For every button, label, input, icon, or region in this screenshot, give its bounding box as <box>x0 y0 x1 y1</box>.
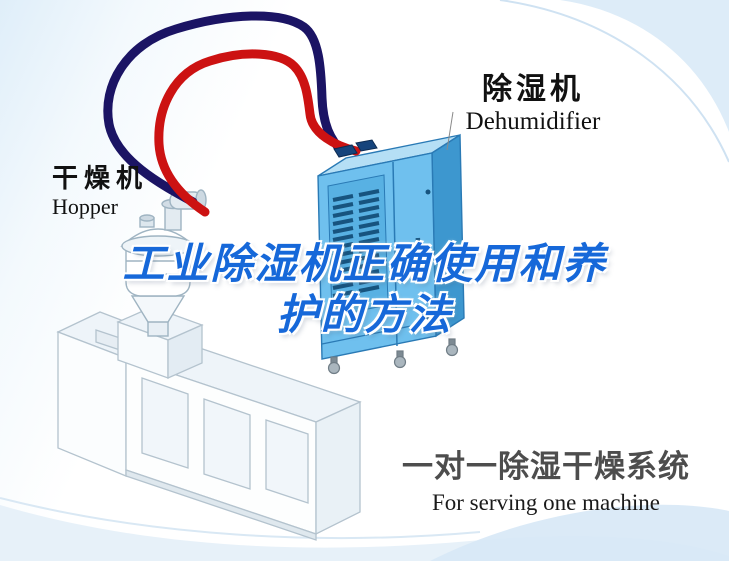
hose-ports <box>333 139 378 158</box>
dehumidifier-label-en: Dehumidifier <box>465 108 601 135</box>
hopper-label-en: Hopper <box>52 194 118 219</box>
hopper-dryer <box>120 189 207 337</box>
caster-wheels <box>327 338 459 375</box>
system-label-en: For serving one machine <box>431 490 661 515</box>
extruder-machine <box>56 306 362 541</box>
dehumidifier-unit <box>317 133 465 375</box>
hopper-label: 干燥机 Hopper <box>52 162 192 220</box>
dehumidifier-label-zh: 除湿机 <box>482 73 584 106</box>
hopper-label-zh: 干燥机 <box>52 163 149 193</box>
dehumidifier-label: 除湿机 Dehumidifier <box>448 72 618 136</box>
supply-air-hose-red <box>154 49 361 217</box>
main-title-line1: 工业除湿机正确使用和养 <box>122 240 607 287</box>
system-label-zh: 一对一除湿干燥系统 <box>402 449 690 484</box>
label-leader-line <box>446 111 454 151</box>
main-title-line2: 护的方法 <box>276 291 453 339</box>
main-title: 工业除湿机正确使用和养 护的方法 <box>0 238 729 340</box>
vent-grille <box>332 189 380 298</box>
system-label: 一对一除湿干燥系统 For serving one machine <box>378 448 714 516</box>
return-air-hose-navy <box>103 11 348 207</box>
hoses <box>103 11 361 217</box>
